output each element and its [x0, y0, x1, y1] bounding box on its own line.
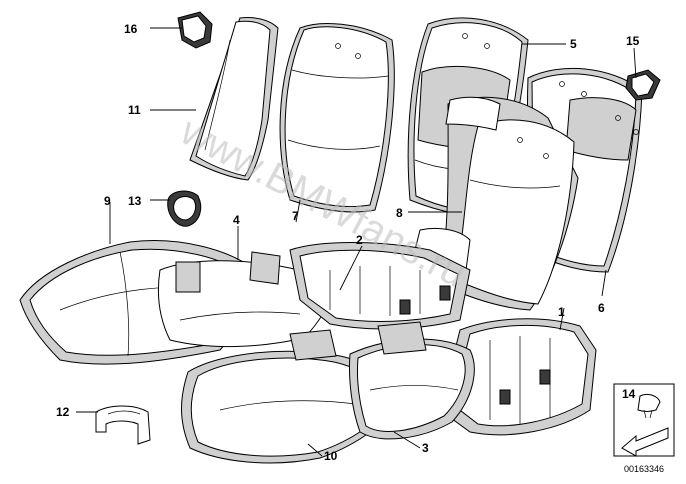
part-15-clip	[625, 69, 661, 101]
callout-14: 14	[622, 387, 636, 401]
part-8-backrest-cover	[413, 96, 579, 311]
part-3-seat-cushion	[349, 321, 475, 440]
callout-8: 8	[396, 206, 403, 220]
arrow-icon	[621, 427, 669, 457]
part-11-side-bolster	[189, 17, 279, 181]
reference-number: 00163346	[624, 464, 664, 474]
part-1-seat-base	[439, 318, 597, 436]
callout-5: 5	[570, 37, 577, 51]
callout-16: 16	[124, 22, 138, 36]
callout-9: 9	[104, 194, 111, 208]
leader-lines	[76, 27, 637, 457]
callout-10: 10	[324, 449, 338, 463]
part-2-seat-structure	[289, 242, 471, 330]
callout-4: 4	[233, 213, 240, 227]
callout-12: 12	[56, 405, 70, 419]
part-4-seat-frame	[157, 251, 341, 348]
callout-1: 1	[558, 305, 565, 319]
callout-15: 15	[626, 34, 640, 48]
callout-13: 13	[128, 194, 142, 208]
callout-11: 11	[128, 103, 141, 117]
part-12-handle	[95, 405, 151, 445]
callout-2: 2	[356, 233, 363, 247]
callout-labels: 16 11 13 9 4 7 2 8 5 15 6 1 3 10 12 14	[56, 22, 640, 463]
callout-6: 6	[598, 301, 605, 315]
part-16-bracket	[177, 11, 213, 49]
part-14-inset-box	[613, 383, 675, 457]
callout-7: 7	[292, 209, 299, 223]
part-13-round-clip	[167, 190, 202, 227]
part-7-backrest-cover	[279, 23, 395, 213]
callout-3: 3	[422, 441, 429, 455]
